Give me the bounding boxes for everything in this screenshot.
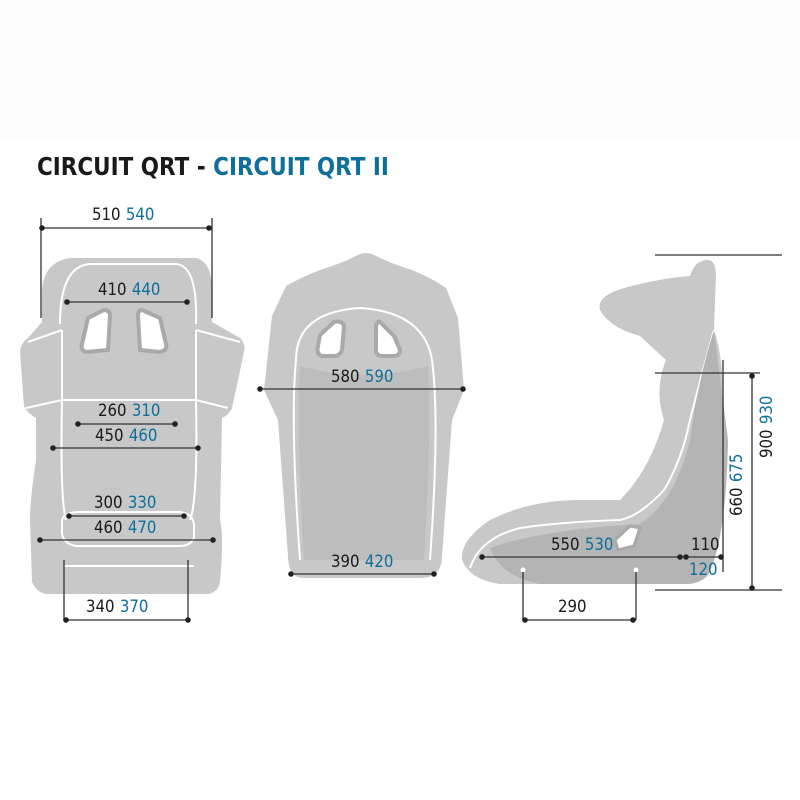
title-separator: - bbox=[189, 152, 214, 181]
front-view-seat bbox=[20, 258, 245, 594]
side-mount-spacing-label: 290 bbox=[558, 597, 587, 617]
side-view-seat bbox=[461, 259, 728, 584]
side-total-height-label: 900930 bbox=[757, 395, 777, 458]
dimension-endpoints bbox=[37, 225, 755, 623]
background-artifact bbox=[0, 0, 800, 140]
side-rear-offset-a-label: 110 bbox=[691, 535, 720, 555]
rear-view-seat bbox=[264, 253, 464, 578]
model-a-title: CIRCUIT QRT bbox=[37, 152, 190, 181]
side-rear-offset-b-label: 120 bbox=[689, 560, 718, 580]
page-title: CIRCUIT QRT - CIRCUIT QRT II bbox=[37, 152, 389, 181]
model-b-title: CIRCUIT QRT II bbox=[213, 152, 389, 181]
dimension-lines bbox=[40, 218, 782, 621]
side-back-height-label: 660675 bbox=[727, 453, 747, 516]
